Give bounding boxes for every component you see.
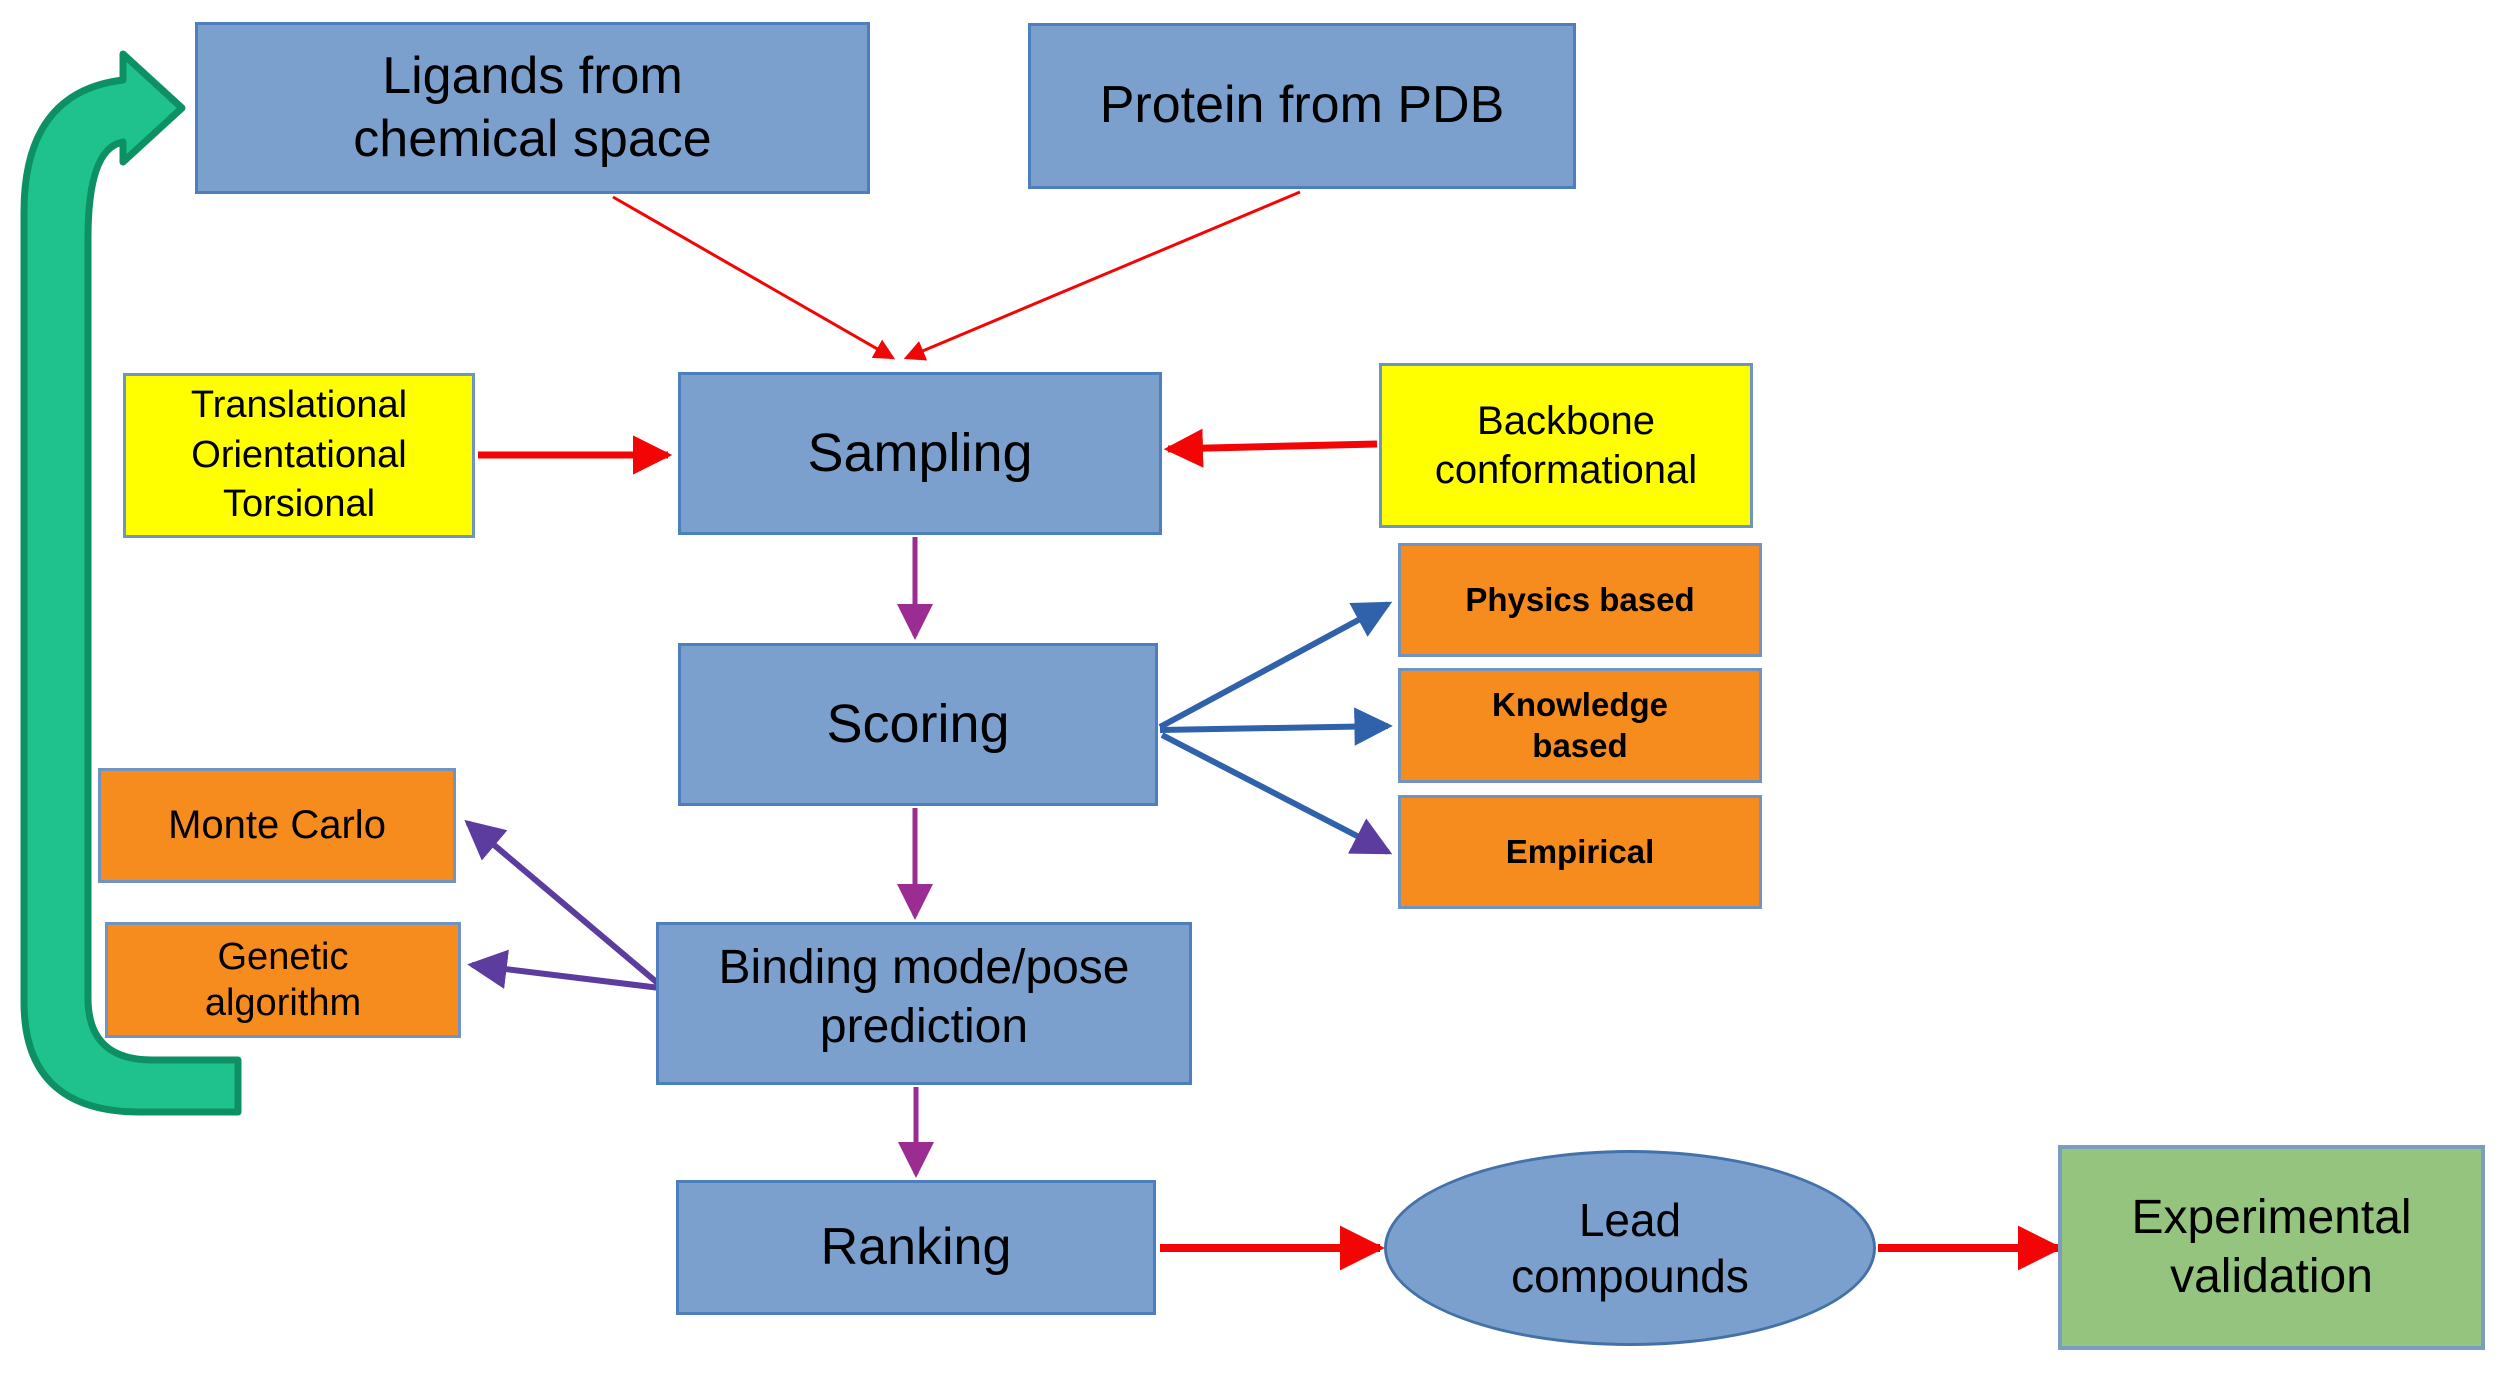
- arrow-scoring-to-knowledge: [1159, 707, 1393, 746]
- node-translational-orientational-torsional: Translational Orientational Torsional: [123, 373, 475, 538]
- node-scoring: Scoring: [678, 643, 1158, 806]
- node-backbone-conformational: Backbone conformational: [1379, 363, 1753, 528]
- node-ligands-from-chemical-space: Ligands from chemical space: [195, 22, 870, 194]
- arrow-binding-to-montecarlo: [464, 819, 662, 988]
- node-sampling: Sampling: [678, 372, 1162, 535]
- arrow-binding-to-genetic: [467, 949, 661, 991]
- arrow-ligands-to-sampling: [612, 195, 896, 360]
- node-binding-mode-pose-prediction: Binding mode/pose prediction: [656, 922, 1192, 1085]
- arrow-backbone-to-sampling: [1163, 428, 1378, 468]
- node-ranking: Ranking: [676, 1180, 1156, 1315]
- arrow-scoring-to-empirical: [1160, 732, 1393, 855]
- arrow-protein-to-sampling: [903, 190, 1301, 361]
- node-physics-based: Physics based: [1398, 543, 1762, 657]
- node-empirical: Empirical: [1398, 795, 1762, 909]
- node-knowledge-based: Knowledge based: [1398, 668, 1762, 783]
- node-protein-from-pdb: Protein from PDB: [1028, 23, 1576, 189]
- node-monte-carlo: Monte Carlo: [98, 768, 456, 883]
- node-lead-compounds: Lead compounds: [1384, 1150, 1876, 1346]
- node-experimental-validation: Experimental validation: [2058, 1145, 2485, 1350]
- arrow-scoring-to-physics: [1158, 601, 1393, 730]
- node-genetic-algorithm: Genetic algorithm: [105, 922, 461, 1038]
